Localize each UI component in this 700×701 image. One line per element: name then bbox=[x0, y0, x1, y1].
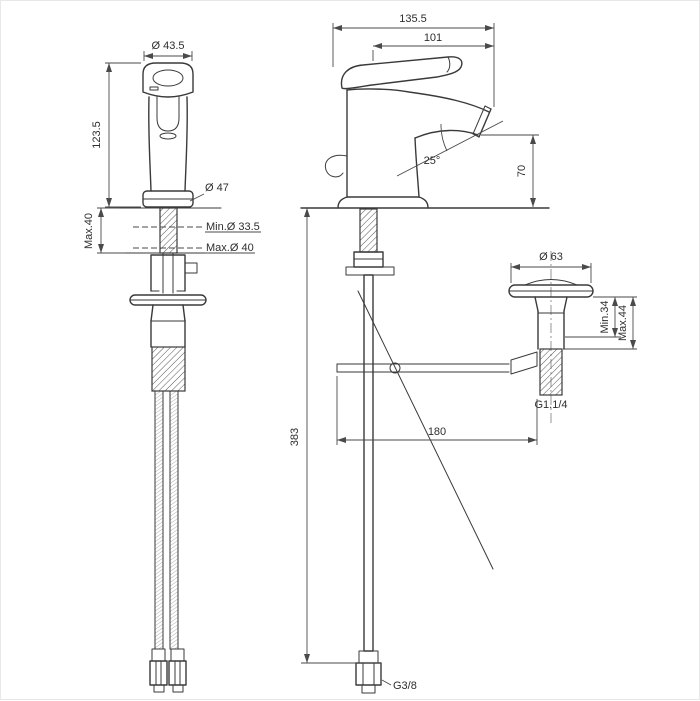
side-faucet-body bbox=[324, 56, 492, 209]
front-supply-hoses bbox=[149, 390, 187, 693]
threaded-stud bbox=[359, 208, 378, 253]
dim-hole-min: Min.Ø 33.5 bbox=[133, 221, 261, 233]
aerator-front bbox=[159, 132, 177, 140]
front-below-deck bbox=[129, 207, 207, 392]
threaded-tail bbox=[151, 346, 186, 392]
label-base-diameter: Ø 47 bbox=[205, 182, 229, 194]
label-waste-max-depth: Max.44 bbox=[617, 305, 629, 341]
label-drain-offset: 180 bbox=[428, 426, 446, 438]
dim-waste-max-depth: Max.44 bbox=[563, 297, 637, 350]
dim-aerator-angle: 25° bbox=[396, 120, 504, 177]
label-handle-diameter: Ø 43.5 bbox=[151, 40, 184, 52]
dim-base-diameter: Ø 47 bbox=[189, 182, 229, 202]
pop-up-linkage bbox=[336, 290, 538, 570]
dim-hole-max: Max.Ø 40 bbox=[133, 242, 255, 254]
front-faucet-body bbox=[142, 62, 194, 208]
lever-handle bbox=[340, 56, 463, 90]
label-body-height: 123.5 bbox=[91, 121, 103, 149]
label-spout-reach: 101 bbox=[424, 32, 442, 44]
dim-spout-height: 70 bbox=[481, 134, 539, 207]
dim-deck-thickness: Max.40 bbox=[83, 207, 125, 254]
dim-drain-offset: 180 bbox=[336, 376, 538, 445]
pop-up-knob bbox=[324, 154, 348, 178]
label-supply-thread: G3/8 bbox=[393, 680, 417, 692]
dim-waste-min-depth: Min.34 bbox=[565, 296, 637, 338]
dim-handle-diameter: Ø 43.5 bbox=[143, 40, 193, 61]
pop-up-waste bbox=[508, 251, 594, 426]
waste-lever-boss bbox=[510, 351, 538, 375]
dim-spout-reach: 101 bbox=[372, 32, 494, 61]
supply-hose-right bbox=[169, 390, 179, 650]
label-waste-flange-diameter: Ø 63 bbox=[539, 251, 563, 263]
supply-hose-side bbox=[363, 274, 374, 652]
dim-waste-thread: G1.1/4 bbox=[534, 399, 567, 411]
label-hole-min: Min.Ø 33.5 bbox=[206, 221, 260, 233]
label-aerator-angle: 25° bbox=[424, 155, 441, 167]
waste-thread bbox=[539, 348, 563, 396]
dim-below-deck-height: 383 bbox=[289, 208, 381, 664]
label-below-deck-height: 383 bbox=[289, 428, 301, 446]
threaded-shank bbox=[159, 207, 178, 254]
label-deck-thickness: Max.40 bbox=[83, 213, 95, 249]
label-overall-depth: 135.5 bbox=[399, 13, 427, 25]
label-spout-height: 70 bbox=[516, 165, 528, 177]
label-hole-max: Max.Ø 40 bbox=[206, 242, 254, 254]
linkage-joint bbox=[389, 362, 401, 374]
dim-waste-flange-diameter: Ø 63 bbox=[510, 251, 592, 283]
mounting-bracket bbox=[150, 254, 186, 292]
supply-hose-left bbox=[154, 390, 164, 650]
dim-body-height: 123.5 bbox=[91, 62, 141, 208]
pop-up-rod bbox=[357, 290, 494, 570]
label-waste-min-depth: Min.34 bbox=[599, 300, 611, 333]
side-below-deck bbox=[345, 208, 395, 694]
label-waste-thread: G1.1/4 bbox=[534, 399, 567, 411]
brand-mark bbox=[149, 86, 159, 91]
supply-fitting bbox=[355, 662, 382, 686]
dim-overall-depth: 135.5 bbox=[332, 13, 495, 107]
side-view: 135.5 101 25° 70 383 Ø 63 bbox=[289, 13, 637, 694]
dim-supply-thread: G3/8 bbox=[381, 679, 417, 692]
front-view: Ø 43.5 123.5 Ø 47 Min.Ø 33.5 Max.Ø 40 Ma… bbox=[83, 40, 261, 693]
